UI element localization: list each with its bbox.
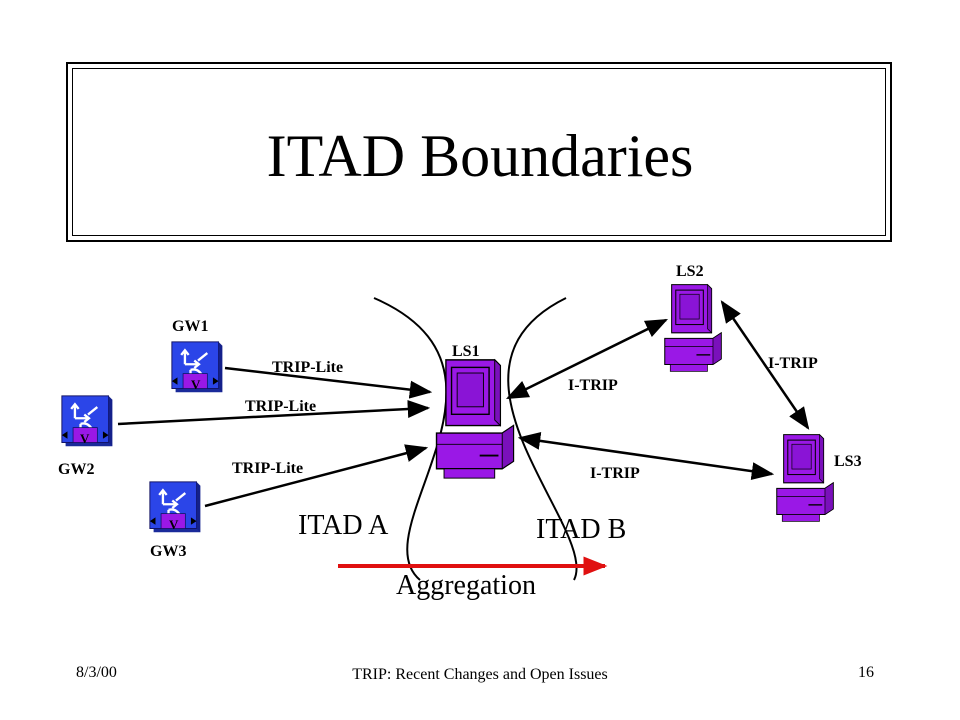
ls2-label: LS2 [676,263,704,280]
ls2-computer-icon [664,283,722,373]
footer-page-number: 16 [858,664,874,681]
gateway-gw3: V [148,480,202,534]
ls3-label: LS3 [834,453,862,470]
gateway-gw1: V [170,340,224,394]
ls3-computer-icon [776,433,834,523]
gw1-label: GW1 [172,318,208,335]
edge-gw2-ls1 [117,400,431,426]
edge-label-ls1-ls2: I-TRIP [568,377,618,394]
edge-label-ls1-ls3: I-TRIP [590,465,640,482]
gw2-badge: V [80,431,90,446]
gw3-badge: V [169,517,179,532]
itad-b-label: ITAD B [536,514,626,545]
gw1-badge: V [191,377,201,392]
edge-ls1-ls3 [517,431,775,481]
footer-date: 8/3/00 [76,664,117,681]
title-frame-inner-border [72,68,886,236]
title-frame [66,62,892,242]
edge-label-gw2-ls1: TRIP-Lite [245,398,316,415]
edge-ls1-ls2 [505,318,669,400]
ls1-computer-icon [435,358,515,480]
aggregation-label: Aggregation [396,570,536,601]
gw2-label: GW2 [58,461,94,478]
edge-label-gw3-ls1: TRIP-Lite [232,460,303,477]
gw3-label: GW3 [150,543,186,560]
ls1-label: LS1 [452,343,480,360]
footer-title: TRIP: Recent Changes and Open Issues [352,666,608,683]
edge-label-ls2-ls3: I-TRIP [768,355,818,372]
edge-label-gw1-ls1: TRIP-Lite [272,359,343,376]
edge-ls2-ls3 [720,300,810,430]
itad-a-label: ITAD A [298,510,389,541]
gateway-gw2: V [60,394,114,448]
slide-title: ITAD Boundaries [266,123,694,189]
edge-gw3-ls1 [204,444,429,508]
edge-gw1-ls1 [224,366,433,399]
